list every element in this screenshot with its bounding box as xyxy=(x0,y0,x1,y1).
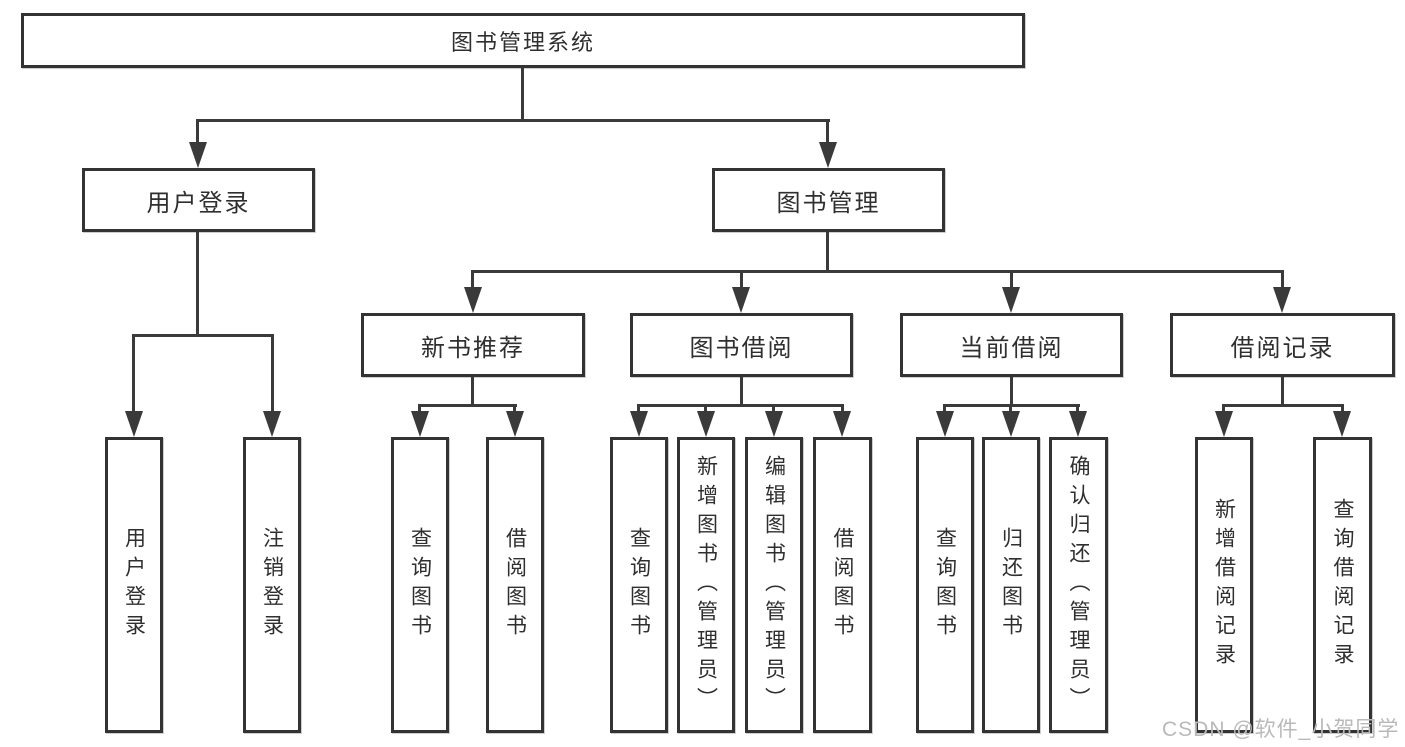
arrow-down-icon xyxy=(1215,411,1233,437)
connector-leaf-drop xyxy=(841,404,844,414)
node-label: 用户登录 xyxy=(146,189,251,217)
leaf-logout: 注销登录 xyxy=(243,437,301,733)
arrow-down-icon xyxy=(732,287,750,313)
node-current-borrowing: 当前借阅 xyxy=(900,313,1123,377)
leaf-label: 用户登录 xyxy=(122,527,146,643)
connector-leaf-drop xyxy=(271,334,274,413)
connector-leaf-drop xyxy=(1076,404,1079,414)
connector-leaf-drop xyxy=(132,334,135,413)
arrow-down-icon xyxy=(1069,411,1087,437)
arrow-down-icon xyxy=(1002,411,1020,437)
node-user-login: 用户登录 xyxy=(82,168,315,232)
node-label: 图书借阅 xyxy=(689,334,794,362)
connector-user-login-rail xyxy=(133,334,274,337)
connector-leaf-drop xyxy=(513,404,516,414)
connector-root-stem xyxy=(521,68,524,120)
leaf-confirm-return-admin: 确认归还（管理员） xyxy=(1049,437,1108,733)
connector-leaf-drop xyxy=(1222,404,1225,414)
node-borrowing-records: 借阅记录 xyxy=(1170,313,1395,377)
leaf-label: 查询图书 xyxy=(627,527,651,643)
connector-root-rail xyxy=(197,119,830,122)
leaf-label: 新增借阅记录 xyxy=(1212,498,1236,672)
leaf-user-login: 用户登录 xyxy=(105,437,163,733)
leaf-query-books-current: 查询图书 xyxy=(916,437,974,733)
node-library-management-system: 图书管理系统 xyxy=(21,13,1025,68)
leaf-query-borrow-record: 查询借阅记录 xyxy=(1313,437,1372,733)
connector-user-login-drop xyxy=(196,119,199,145)
connector-l3-drop xyxy=(471,270,474,290)
arrow-down-icon xyxy=(189,142,207,168)
node-label: 图书管理系统 xyxy=(450,29,595,55)
connector-l3-drop xyxy=(1010,270,1013,290)
connector-leaf-drop xyxy=(418,404,421,414)
connector-group-stem xyxy=(1010,377,1013,406)
connector-group-rail xyxy=(1222,404,1344,407)
node-book-management: 图书管理 xyxy=(712,168,945,232)
node-label: 图书管理 xyxy=(776,189,881,217)
connector-l3-drop xyxy=(1281,270,1284,290)
connector-leaf-drop xyxy=(772,404,775,414)
leaf-label: 注销登录 xyxy=(260,527,284,643)
connector-book-mgmt-rail xyxy=(471,270,1284,273)
leaf-label: 确认归还（管理员） xyxy=(1067,454,1090,716)
csdn-watermark: CSDN @软件_小贺同学 xyxy=(1162,718,1400,741)
connector-group-rail xyxy=(637,404,844,407)
leaf-label: 查询图书 xyxy=(408,527,432,643)
connector-leaf-drop xyxy=(704,404,707,414)
leaf-label: 借阅图书 xyxy=(503,527,527,643)
arrow-down-icon xyxy=(411,411,429,437)
connector-book-mgmt-drop xyxy=(826,119,829,145)
leaf-label: 新增图书（管理员） xyxy=(694,454,718,716)
leaf-label: 查询图书 xyxy=(933,527,957,643)
connector-leaf-drop xyxy=(1341,404,1344,414)
node-label: 新书推荐 xyxy=(421,334,525,362)
leaf-label: 归还图书 xyxy=(999,527,1023,643)
arrow-down-icon xyxy=(819,142,837,168)
arrow-down-icon xyxy=(630,411,648,437)
arrow-down-icon xyxy=(1273,287,1291,313)
leaf-borrow-books-recommend: 借阅图书 xyxy=(486,437,544,733)
arrow-down-icon xyxy=(263,411,281,437)
leaf-label: 编辑图书（管理员） xyxy=(762,454,786,716)
arrow-down-icon xyxy=(1002,287,1020,313)
arrow-down-icon xyxy=(464,287,482,313)
connector-group-stem xyxy=(471,377,474,406)
connector-leaf-drop xyxy=(943,404,946,414)
arrow-down-icon xyxy=(936,411,954,437)
leaf-label: 借阅图书 xyxy=(831,527,854,643)
node-label: 借阅记录 xyxy=(1230,334,1335,362)
connector-leaf-drop xyxy=(637,404,640,414)
connector-group-stem xyxy=(1281,377,1284,406)
node-label: 当前借阅 xyxy=(959,334,1064,362)
leaf-add-borrow-record: 新增借阅记录 xyxy=(1195,437,1253,733)
leaf-borrow-books: 借阅图书 xyxy=(813,437,872,733)
arrow-down-icon xyxy=(1333,411,1351,437)
leaf-edit-books-admin: 编辑图书（管理员） xyxy=(745,437,803,733)
node-book-borrowing: 图书借阅 xyxy=(630,313,853,377)
connector-user-login-stem xyxy=(196,232,199,336)
connector-l3-drop xyxy=(740,270,743,290)
leaf-label: 查询借阅记录 xyxy=(1331,498,1354,672)
leaf-query-books-borrowing: 查询图书 xyxy=(610,437,668,733)
arrow-down-icon xyxy=(125,411,143,437)
leaf-query-books-recommend: 查询图书 xyxy=(391,437,449,733)
arrow-down-icon xyxy=(697,411,715,437)
connector-group-rail xyxy=(418,404,517,407)
connector-book-mgmt-stem xyxy=(826,232,829,272)
leaf-add-books-admin: 新增图书（管理员） xyxy=(677,437,735,733)
connector-leaf-drop xyxy=(1009,404,1012,414)
arrow-down-icon xyxy=(506,411,524,437)
node-new-book-recommendation: 新书推荐 xyxy=(361,313,585,377)
connector-group-stem xyxy=(740,377,743,406)
leaf-return-books: 归还图书 xyxy=(982,437,1040,733)
arrow-down-icon xyxy=(765,411,783,437)
arrow-down-icon xyxy=(833,411,851,437)
